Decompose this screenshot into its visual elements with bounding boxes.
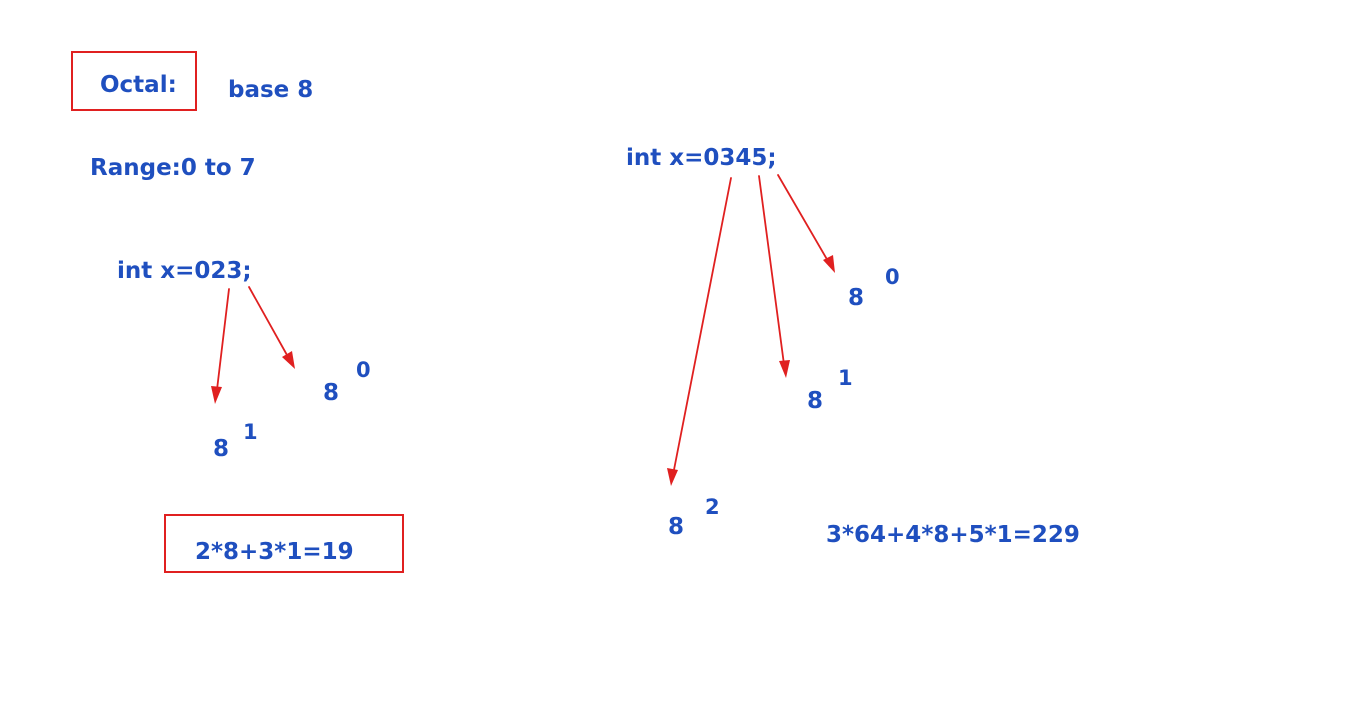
title-box — [71, 51, 197, 111]
range-label: Range:0 to 7 — [90, 155, 256, 181]
example2-arrowhead-8-pow-1 — [779, 360, 790, 378]
example2-arrow-to-8-pow-2 — [671, 177, 732, 481]
example1-place-value-low-base: 8 — [323, 380, 340, 406]
example2-place-value-low-exponent: 0 — [885, 265, 900, 289]
example1-arrow-to-8-pow-0 — [248, 286, 293, 365]
example1-place-value-low-exponent: 0 — [356, 358, 371, 382]
example1-declaration: int x=023; — [117, 258, 252, 284]
example1-result-box — [164, 514, 404, 573]
example2-place-value-high-exponent: 2 — [705, 495, 720, 519]
example2-arrowhead-8-pow-2 — [667, 468, 678, 486]
example2-place-value-high-base: 8 — [668, 514, 685, 540]
example1-arrow-to-8-pow-1 — [215, 288, 230, 399]
example2-arrow-to-8-pow-1 — [758, 175, 786, 373]
example2-place-value-low-base: 8 — [848, 285, 865, 311]
title-label: Octal: — [100, 72, 177, 98]
subtitle-label: base 8 — [228, 77, 314, 103]
example1-place-value-high-exponent: 1 — [243, 420, 258, 444]
example2-declaration: int x=0345; — [626, 145, 777, 171]
example1-place-value-high-base: 8 — [213, 436, 230, 462]
example2-arrowhead-8-pow-0 — [823, 255, 835, 273]
example2-computation: 3*64+4*8+5*1=229 — [826, 522, 1080, 548]
example1-arrowhead-8-pow-1 — [211, 386, 222, 404]
example1-arrowhead-8-pow-0 — [282, 351, 295, 369]
example2-arrow-to-8-pow-0 — [777, 174, 833, 269]
example2-place-value-mid-base: 8 — [807, 388, 824, 414]
example2-place-value-mid-exponent: 1 — [838, 366, 853, 390]
example1-computation: 2*8+3*1=19 — [195, 539, 354, 565]
